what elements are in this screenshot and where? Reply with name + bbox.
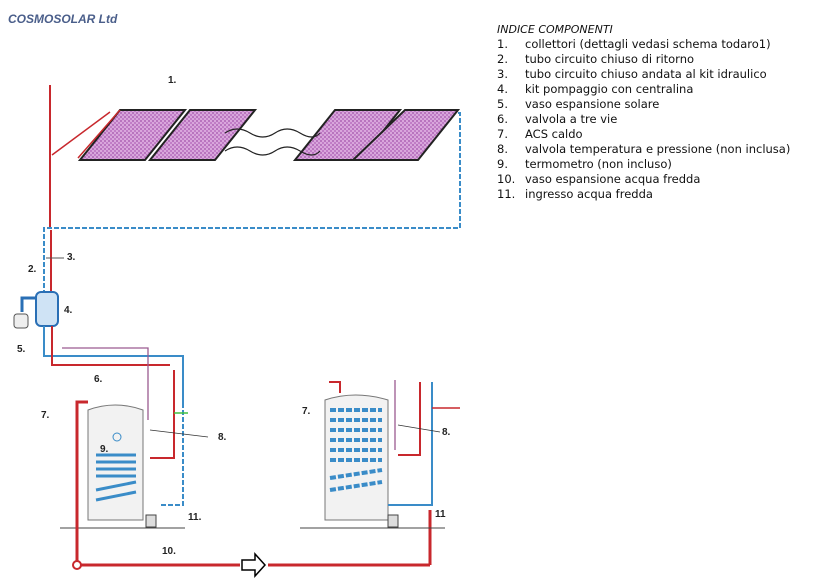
label-4: 4. — [64, 305, 73, 316]
label-1: 1. — [168, 75, 177, 86]
legend-item: 6. valvola a tre vie — [497, 112, 790, 127]
company-title: COSMOSOLAR Ltd — [8, 12, 118, 26]
legend-item-number: 9. — [497, 157, 508, 171]
legend-item: 7. ACS caldo — [497, 127, 790, 142]
legend-item-text: collettori (dettagli vedasi schema todar… — [525, 37, 771, 51]
label-6: 6. — [94, 374, 103, 385]
legend-item: 5. vaso espansione solare — [497, 97, 790, 112]
legend-item-text: valvola a tre vie — [525, 112, 618, 126]
legend-item: 11. ingresso acqua fredda — [497, 187, 790, 202]
legend-item: 1. collettori (dettagli vedasi schema tod… — [497, 37, 790, 52]
legend-item-text: ACS caldo — [525, 127, 583, 141]
legend-item-number: 8. — [497, 142, 508, 156]
legend-item: 10. vaso espansione acqua fredda — [497, 172, 790, 187]
label-3: 3. — [67, 252, 76, 263]
legend-item-number: 2. — [497, 52, 508, 66]
legend-item-number: 6. — [497, 112, 508, 126]
legend-item: 4. kit pompaggio con centralina — [497, 82, 790, 97]
tank-2 — [300, 380, 460, 529]
label-8-tank2: 8. — [442, 427, 451, 438]
legend-item-text: vaso espansione acqua fredda — [525, 172, 701, 186]
tank-1 — [60, 404, 185, 529]
label-2: 2. — [28, 264, 37, 275]
legend-item-text: vaso espansione solare — [525, 97, 660, 111]
legend-item-number: 3. — [497, 67, 508, 81]
legend-item: 9. termometro (non incluso) — [497, 157, 790, 172]
legend-item-text: termometro (non incluso) — [525, 157, 672, 171]
label-9: 9. — [100, 444, 109, 455]
label-11: 11. — [188, 512, 202, 523]
legend-item-number: 4. — [497, 82, 508, 96]
legend-item-text: tubo circuito chiuso andata al kit idrau… — [525, 67, 767, 81]
label-7: 7. — [41, 410, 50, 421]
legend-item-text: valvola temperatura e pressione (non inc… — [525, 142, 791, 156]
pump-kit — [13, 291, 59, 329]
legend-item-text: kit pompaggio con centralina — [525, 82, 694, 96]
legend-item: 3. tubo circuito chiuso andata al kit idr… — [497, 67, 790, 82]
legend-item-number: 7. — [497, 127, 508, 141]
label-8: 8. — [218, 432, 227, 443]
legend-item-number: 5. — [497, 97, 508, 111]
legend-item-number: 11. — [497, 187, 516, 201]
label-5: 5. — [17, 344, 26, 355]
legend-item: 2. tubo circuito chiuso di ritorno — [497, 52, 790, 67]
solar-collectors — [51, 109, 461, 161]
label-11-tank2: 11 — [435, 509, 446, 520]
legend-item: 8. valvola temperatura e pressione (non i… — [497, 142, 790, 157]
legend-title: INDICE COMPONENTI — [497, 23, 613, 36]
legend-item-text: tubo circuito chiuso di ritorno — [525, 52, 695, 66]
legend-item-text: ingresso acqua fredda — [525, 187, 653, 201]
label-10: 10. — [162, 546, 176, 557]
flow-arrow-icon — [241, 552, 267, 578]
legend-item-number: 1. — [497, 37, 508, 51]
label-7-tank2: 7. — [302, 406, 311, 417]
legend-item-number: 10. — [497, 172, 516, 186]
component-legend: INDICE COMPONENTI 1. collettori (dettagli… — [497, 22, 790, 202]
